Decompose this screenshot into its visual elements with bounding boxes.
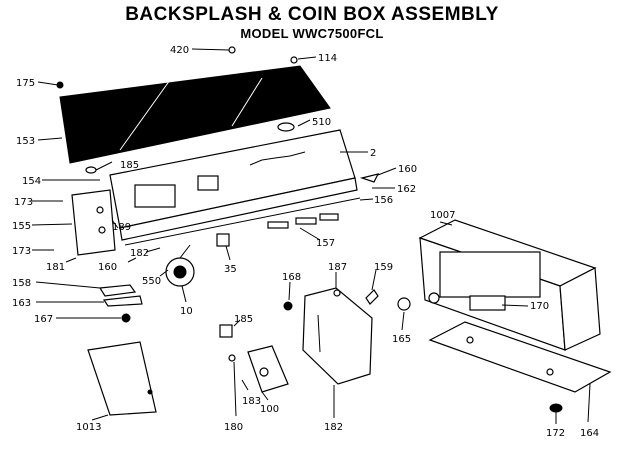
callout-label: 114 [318,53,337,64]
callout-label: 185 [120,160,139,171]
callout-label: 160 [398,164,417,175]
callout-label: 550 [142,276,161,287]
callout-label: 420 [170,45,189,56]
left-bracket [71,189,116,256]
callout-label: 182 [130,248,149,259]
clip-parts [98,213,339,307]
callout-label: 189 [112,222,131,233]
small-hardware [56,46,563,413]
callout-label: 1013 [76,422,101,433]
callout-label: 168 [282,272,301,283]
leader-lines [31,48,591,424]
coin-box-base [428,321,612,393]
callout-label: 175 [16,78,35,89]
callout-label: 167 [34,314,53,325]
callout-label: 510 [312,117,331,128]
callout-label: 157 [316,238,335,249]
callout-label: 153 [16,136,35,147]
coin-box-housing [418,219,601,351]
backsplash-glass-panel [59,65,331,164]
diagram-title: BACKSPLASH & COIN BOX ASSEMBLY [125,4,499,25]
callout-label: 180 [224,422,243,433]
callout-label: 173 [12,246,31,257]
callout-label: 160 [98,262,117,273]
callout-label: 158 [12,278,31,289]
callout-label: 185 [234,314,253,325]
callout-label: 163 [12,298,31,309]
callout-label: 183 [242,396,261,407]
timer-motor [165,244,195,287]
callout-label: 172 [546,428,565,439]
callout-label: 154 [22,176,41,187]
callout-labels: 420 114 175 510 153 2 185 160 154 162 17… [12,45,599,439]
diagram-subtitle: MODEL WWC7500FCL [240,26,384,41]
lock-assembly [219,324,289,393]
callout-label: 162 [397,184,416,195]
callout-label: 173 [14,197,33,208]
callout-label: 156 [374,195,393,206]
callout-label: 155 [12,221,31,232]
callout-label: 1007 [430,210,455,221]
coin-box-door [87,341,157,416]
callout-label: 165 [392,334,411,345]
callout-label: 170 [530,301,549,312]
callout-label: 181 [46,262,65,273]
callout-label: 159 [374,262,393,273]
mounting-plate [302,287,373,385]
callout-label: 182 [324,422,343,433]
callout-label: 187 [328,262,347,273]
callout-label: 35 [224,264,237,275]
callout-label: 164 [580,428,599,439]
callout-label: 2 [370,148,376,159]
control-panel-housing [109,129,361,246]
callout-label: 100 [260,404,279,415]
callout-label: 10 [180,306,193,317]
